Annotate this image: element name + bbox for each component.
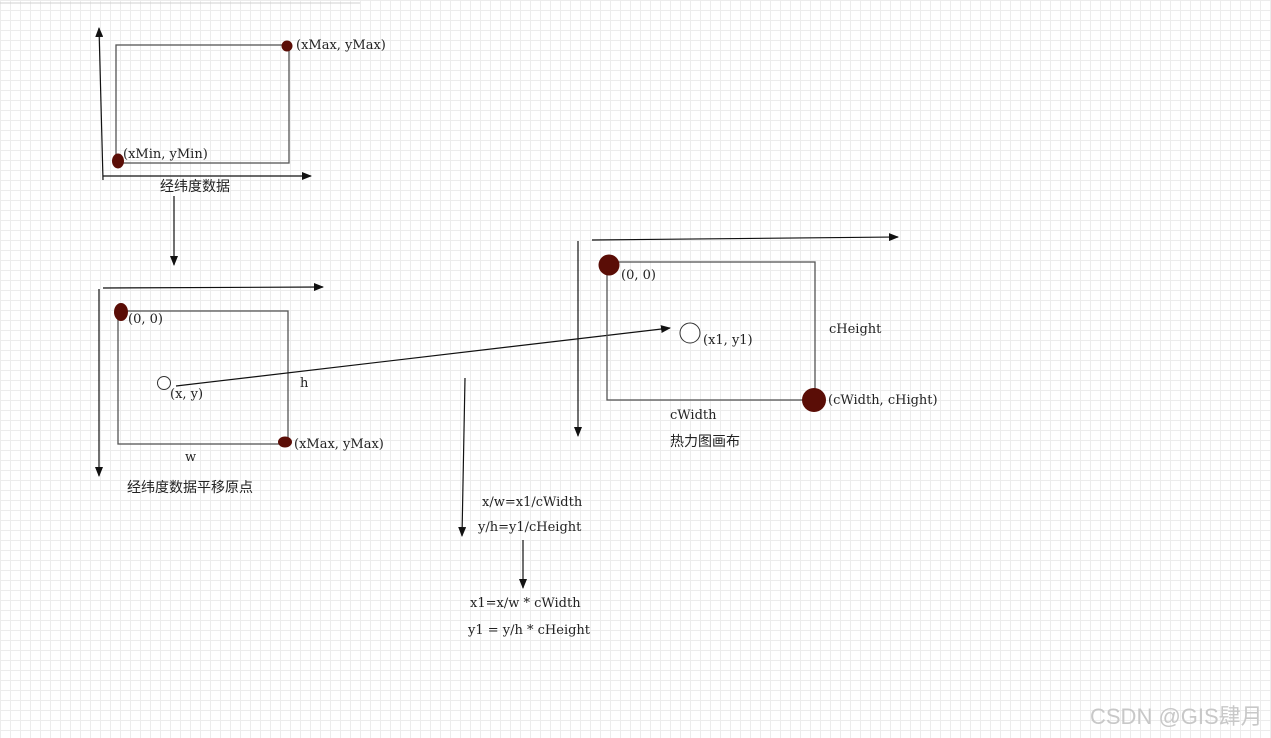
panel2-x-axis-arrow	[102, 283, 324, 292]
panel-heatmap-canvas: (0, 0) (x1, y1) cHeight (cWidth, cHight)…	[574, 233, 938, 450]
formula-ratio-x: x/w=x1/cWidth	[482, 495, 583, 510]
panel2-max-label: (xMax, yMax)	[294, 437, 384, 452]
formula-result-x: x1=x/w * cWidth	[470, 596, 581, 611]
panel1-max-point	[281, 40, 293, 52]
panel2-data-rect	[117, 310, 289, 445]
formula-arrow-1	[458, 377, 467, 537]
panel2-width-label: w	[185, 450, 196, 465]
formula-block: x/w=x1/cWidth y/h=y1/cHeight x1=x/w * cW…	[458, 377, 591, 638]
panel3-width-label: cWidth	[670, 408, 717, 423]
panel1-min-label: (xMin, yMin)	[123, 147, 208, 162]
mapping-arrow	[175, 325, 671, 387]
formula-result-y: y1 = y/h * cHeight	[467, 623, 591, 638]
panel2-height-label: h	[300, 376, 309, 391]
panel1-data-rect	[115, 44, 290, 164]
panel3-sample-point	[679, 322, 701, 344]
panel2-max-point	[278, 436, 292, 448]
panel3-caption: 热力图画布	[670, 434, 740, 450]
formula-ratio-y: y/h=y1/cHeight	[477, 520, 582, 535]
csdn-watermark: CSDN @GIS肆月	[1090, 704, 1263, 729]
panel3-height-label: cHeight	[829, 322, 882, 337]
panel1-caption: 经纬度数据	[160, 179, 230, 195]
panel2-caption: 经纬度数据平移原点	[127, 480, 253, 496]
panel1-y-axis-arrow	[95, 27, 104, 181]
panel2-sample-point	[157, 376, 171, 390]
panel3-corner-label: (cWidth, cHight)	[828, 393, 938, 408]
panel2-origin-label: (0, 0)	[128, 312, 163, 327]
panel3-canvas-rect	[606, 261, 816, 401]
panel3-origin-point	[598, 254, 620, 276]
panel3-x-axis-arrow	[591, 233, 899, 242]
panel-translated-data: (0, 0) (x, y) h w (xMax, yMax) 经纬度数据平移原点	[95, 283, 384, 496]
panel1-min-point	[112, 153, 124, 169]
panel3-point-label: (x1, y1)	[703, 333, 753, 348]
panel3-corner-point	[802, 388, 826, 412]
panel2-point-label: (x, y)	[170, 387, 203, 402]
panel2-origin-point	[114, 303, 128, 321]
panel-geo-data: (xMax, yMax) (xMin, yMin) 经纬度数据	[95, 27, 386, 195]
panel1-max-label: (xMax, yMax)	[296, 38, 386, 53]
panel3-origin-label: (0, 0)	[621, 268, 656, 283]
